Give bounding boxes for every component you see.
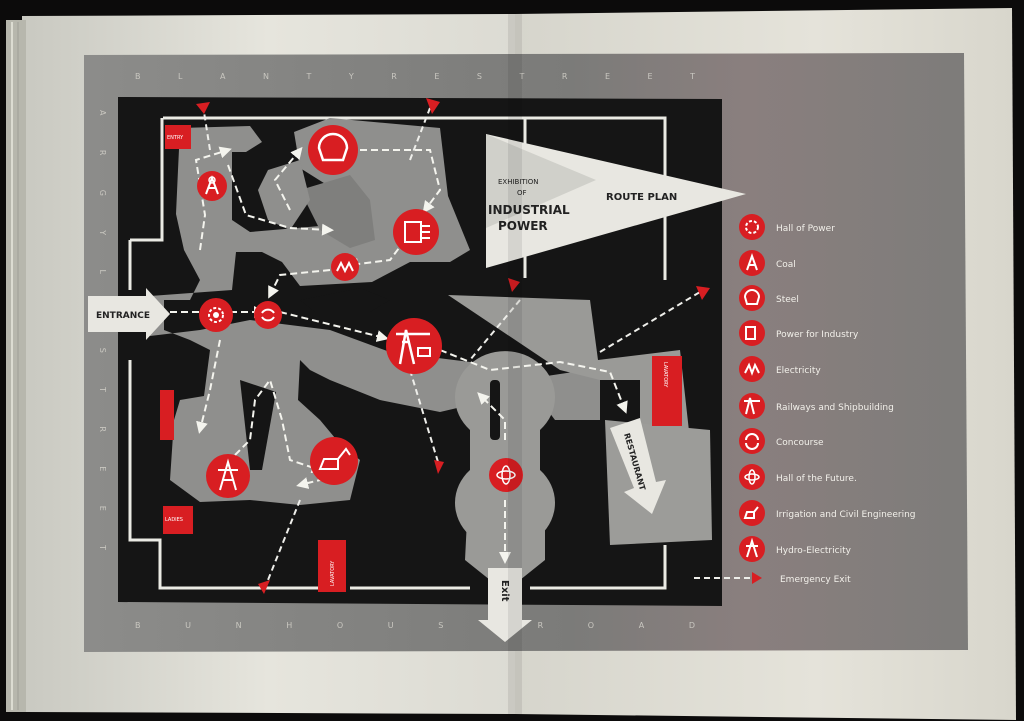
room-label-lavatory-south: LAVATORY [330, 560, 336, 586]
legend-item[interactable]: Steel [739, 285, 799, 311]
title-pennant: EXHIBITION OF INDUSTRIAL POWER ROUTE PLA… [486, 134, 746, 268]
hydro-electricity-marker[interactable] [206, 454, 250, 498]
legend-item[interactable]: Coal [739, 250, 796, 276]
atom-icon [744, 473, 760, 481]
hall-of-power-marker[interactable] [199, 298, 233, 332]
legend-label: Hall of the Future. [776, 474, 857, 484]
title-line-1: EXHIBITION [498, 178, 539, 186]
arrows-cycle-icon [745, 433, 759, 450]
street-south: B U N H O U S E R O A D [135, 621, 695, 630]
atom-icon [496, 470, 516, 480]
title-line-3: INDUSTRIAL [488, 203, 570, 217]
emergency-exit-icon [752, 572, 762, 584]
emergency-exit-routes [203, 107, 701, 586]
lightning-icon [744, 362, 760, 376]
legend-label: Hall of Power [776, 224, 835, 234]
pithead-icon [746, 253, 758, 271]
book-gutter [508, 14, 522, 714]
coal-marker[interactable] [197, 171, 227, 201]
ladle-icon [317, 132, 349, 162]
legend-label: Coal [776, 260, 796, 270]
legend-label: Electricity [776, 366, 821, 376]
building-outline [128, 116, 667, 590]
crane-icon [396, 329, 430, 365]
sun-gear-icon [745, 220, 759, 234]
irrigation-marker[interactable] [310, 437, 358, 485]
sun-gear-icon [208, 307, 224, 323]
legend-item[interactable]: Hall of Power [739, 214, 835, 240]
power-for-industry-marker[interactable] [393, 209, 439, 255]
page-stack-edge [6, 20, 26, 712]
steel-marker[interactable] [308, 125, 358, 175]
title-line-2: OF [517, 189, 527, 197]
legend-emergency-exit[interactable]: Emergency Exit [694, 572, 851, 585]
exit-label: Exit [499, 580, 510, 602]
machine-icon [745, 326, 756, 340]
map-halls [197, 125, 523, 498]
legend-item[interactable]: Electricity [739, 356, 821, 382]
legend-item[interactable]: Hydro-Electricity [739, 536, 852, 562]
legend-item[interactable]: Concourse [739, 428, 824, 454]
electricity-marker[interactable] [331, 253, 359, 281]
hall-of-the-future-marker[interactable] [489, 458, 523, 492]
legend-label: Concourse [776, 438, 824, 448]
room-label-west-bottom: LADIES [165, 517, 183, 523]
excavator-icon [743, 506, 759, 519]
legend-item[interactable]: Hall of the Future. [739, 464, 857, 490]
service-rooms: ENTRY LADIES LAVATORY LAVATORY [160, 125, 682, 592]
emergency-exit-label: Emergency Exit [780, 575, 851, 585]
legend-item[interactable]: Irrigation and Civil Engineering [739, 500, 916, 526]
emergency-exit-markers [196, 98, 710, 594]
legend-label: Irrigation and Civil Engineering [776, 510, 916, 520]
legend-label: Railways and Shipbuilding [776, 403, 894, 413]
pithead-icon [205, 175, 219, 195]
room-label-lavatory-east: LAVATORY [662, 362, 668, 388]
concourse-marker[interactable] [254, 301, 282, 329]
entrance-arrow[interactable]: ENTRANCE [88, 288, 170, 340]
railways-marker[interactable] [386, 318, 442, 374]
legend: Hall of Power Coal Steel Power for Indus… [694, 214, 916, 585]
pylon-icon [218, 458, 238, 491]
legend-label: Steel [776, 295, 799, 305]
title-line-4: POWER [498, 219, 548, 233]
entrance-label: ENTRANCE [96, 311, 150, 321]
room-label-west-top: ENTRY [167, 135, 184, 141]
crane-icon [744, 397, 760, 415]
excavator-icon [318, 447, 351, 470]
exit-arrow[interactable]: Exit [478, 568, 532, 642]
route-plan-label: ROUTE PLAN [606, 192, 677, 203]
pylon-icon [746, 537, 758, 558]
lightning-icon [336, 260, 354, 274]
ladle-icon [743, 289, 761, 305]
legend-label: Hydro-Electricity [776, 546, 852, 556]
street-north: B L A N T Y R E S T R E E T [135, 72, 695, 81]
legend-item[interactable]: Power for Industry [739, 320, 859, 346]
legend-label: Power for Industry [776, 330, 859, 340]
legend-item[interactable]: Railways and Shipbuilding [739, 393, 894, 419]
arrows-cycle-icon [261, 308, 275, 322]
